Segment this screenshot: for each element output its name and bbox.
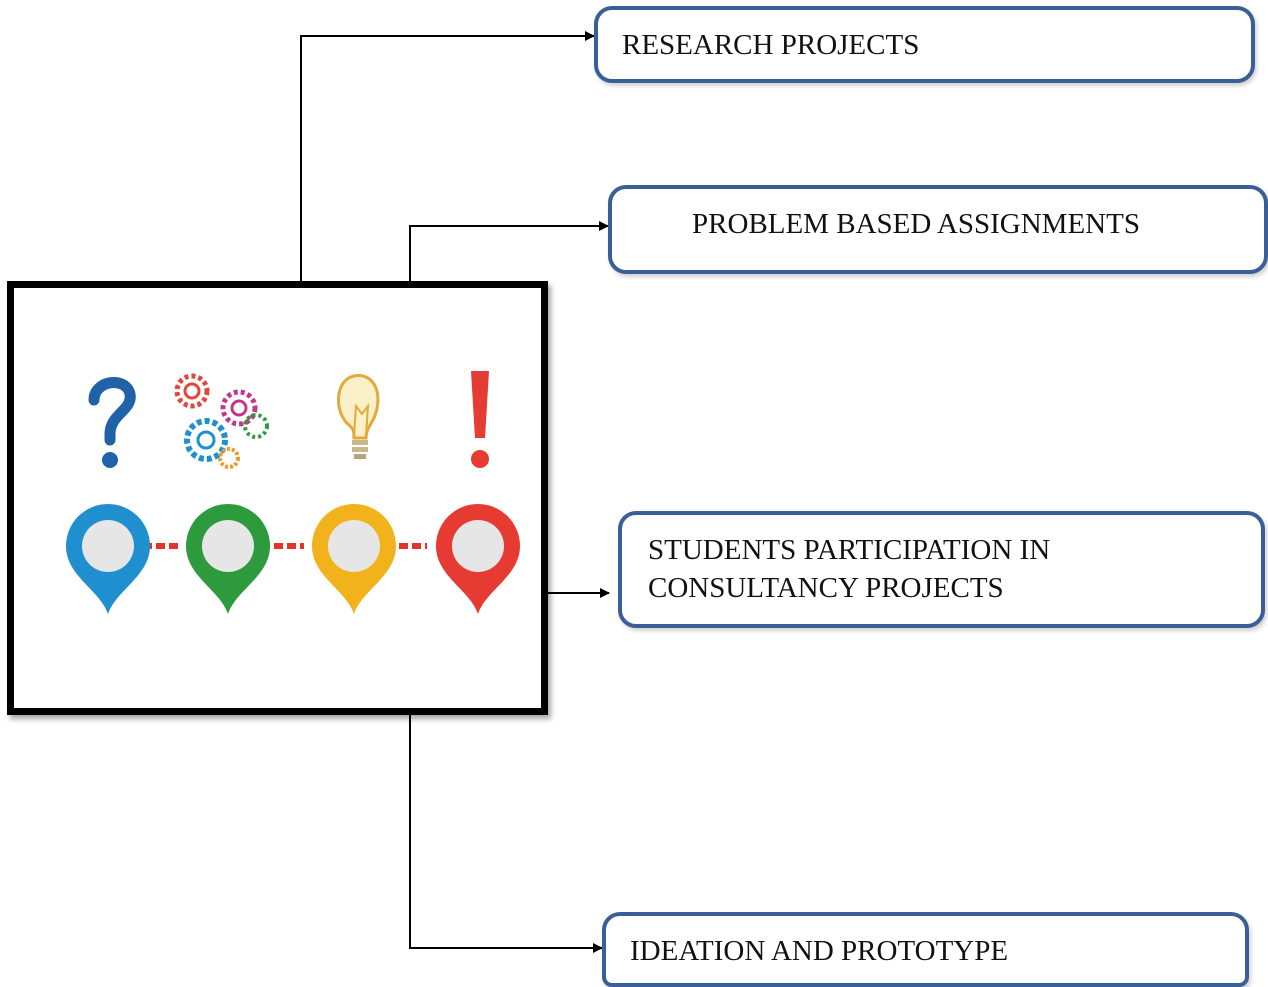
central-illustration-frame xyxy=(7,281,548,715)
problem-based-assignments-box: PROBLEM BASED ASSIGNMENTS xyxy=(608,185,1268,274)
research-projects-box: RESEARCH PROJECTS xyxy=(594,6,1255,83)
problem-based-assignments-label: PROBLEM BASED ASSIGNMENTS xyxy=(692,208,1140,240)
students-participation-box: STUDENTS PARTICIPATION IN CONSULTANCY PR… xyxy=(618,511,1265,628)
question-mark-icon xyxy=(88,377,136,468)
idea-process-illustration xyxy=(66,371,520,614)
green-pin-icon xyxy=(186,504,270,614)
students-participation-label: STUDENTS PARTICIPATION IN CONSULTANCY PR… xyxy=(648,534,1051,604)
lightbulb-icon xyxy=(337,374,380,459)
arrow-to-ideation-and-prototype xyxy=(409,715,603,953)
arrow-to-problem-based-assignments xyxy=(409,221,609,281)
ideation-and-prototype-box: IDEATION AND PROTOTYPE xyxy=(602,912,1249,987)
blue-pin-icon xyxy=(66,504,150,614)
red-pin-icon xyxy=(436,504,520,614)
research-projects-label: RESEARCH PROJECTS xyxy=(622,29,920,61)
gears-icon xyxy=(174,373,269,469)
ideation-and-prototype-label: IDEATION AND PROTOTYPE xyxy=(630,935,1009,967)
arrow-to-research-projects xyxy=(300,31,595,281)
exclamation-mark-icon xyxy=(471,371,489,468)
yellow-pin-icon xyxy=(312,504,396,614)
